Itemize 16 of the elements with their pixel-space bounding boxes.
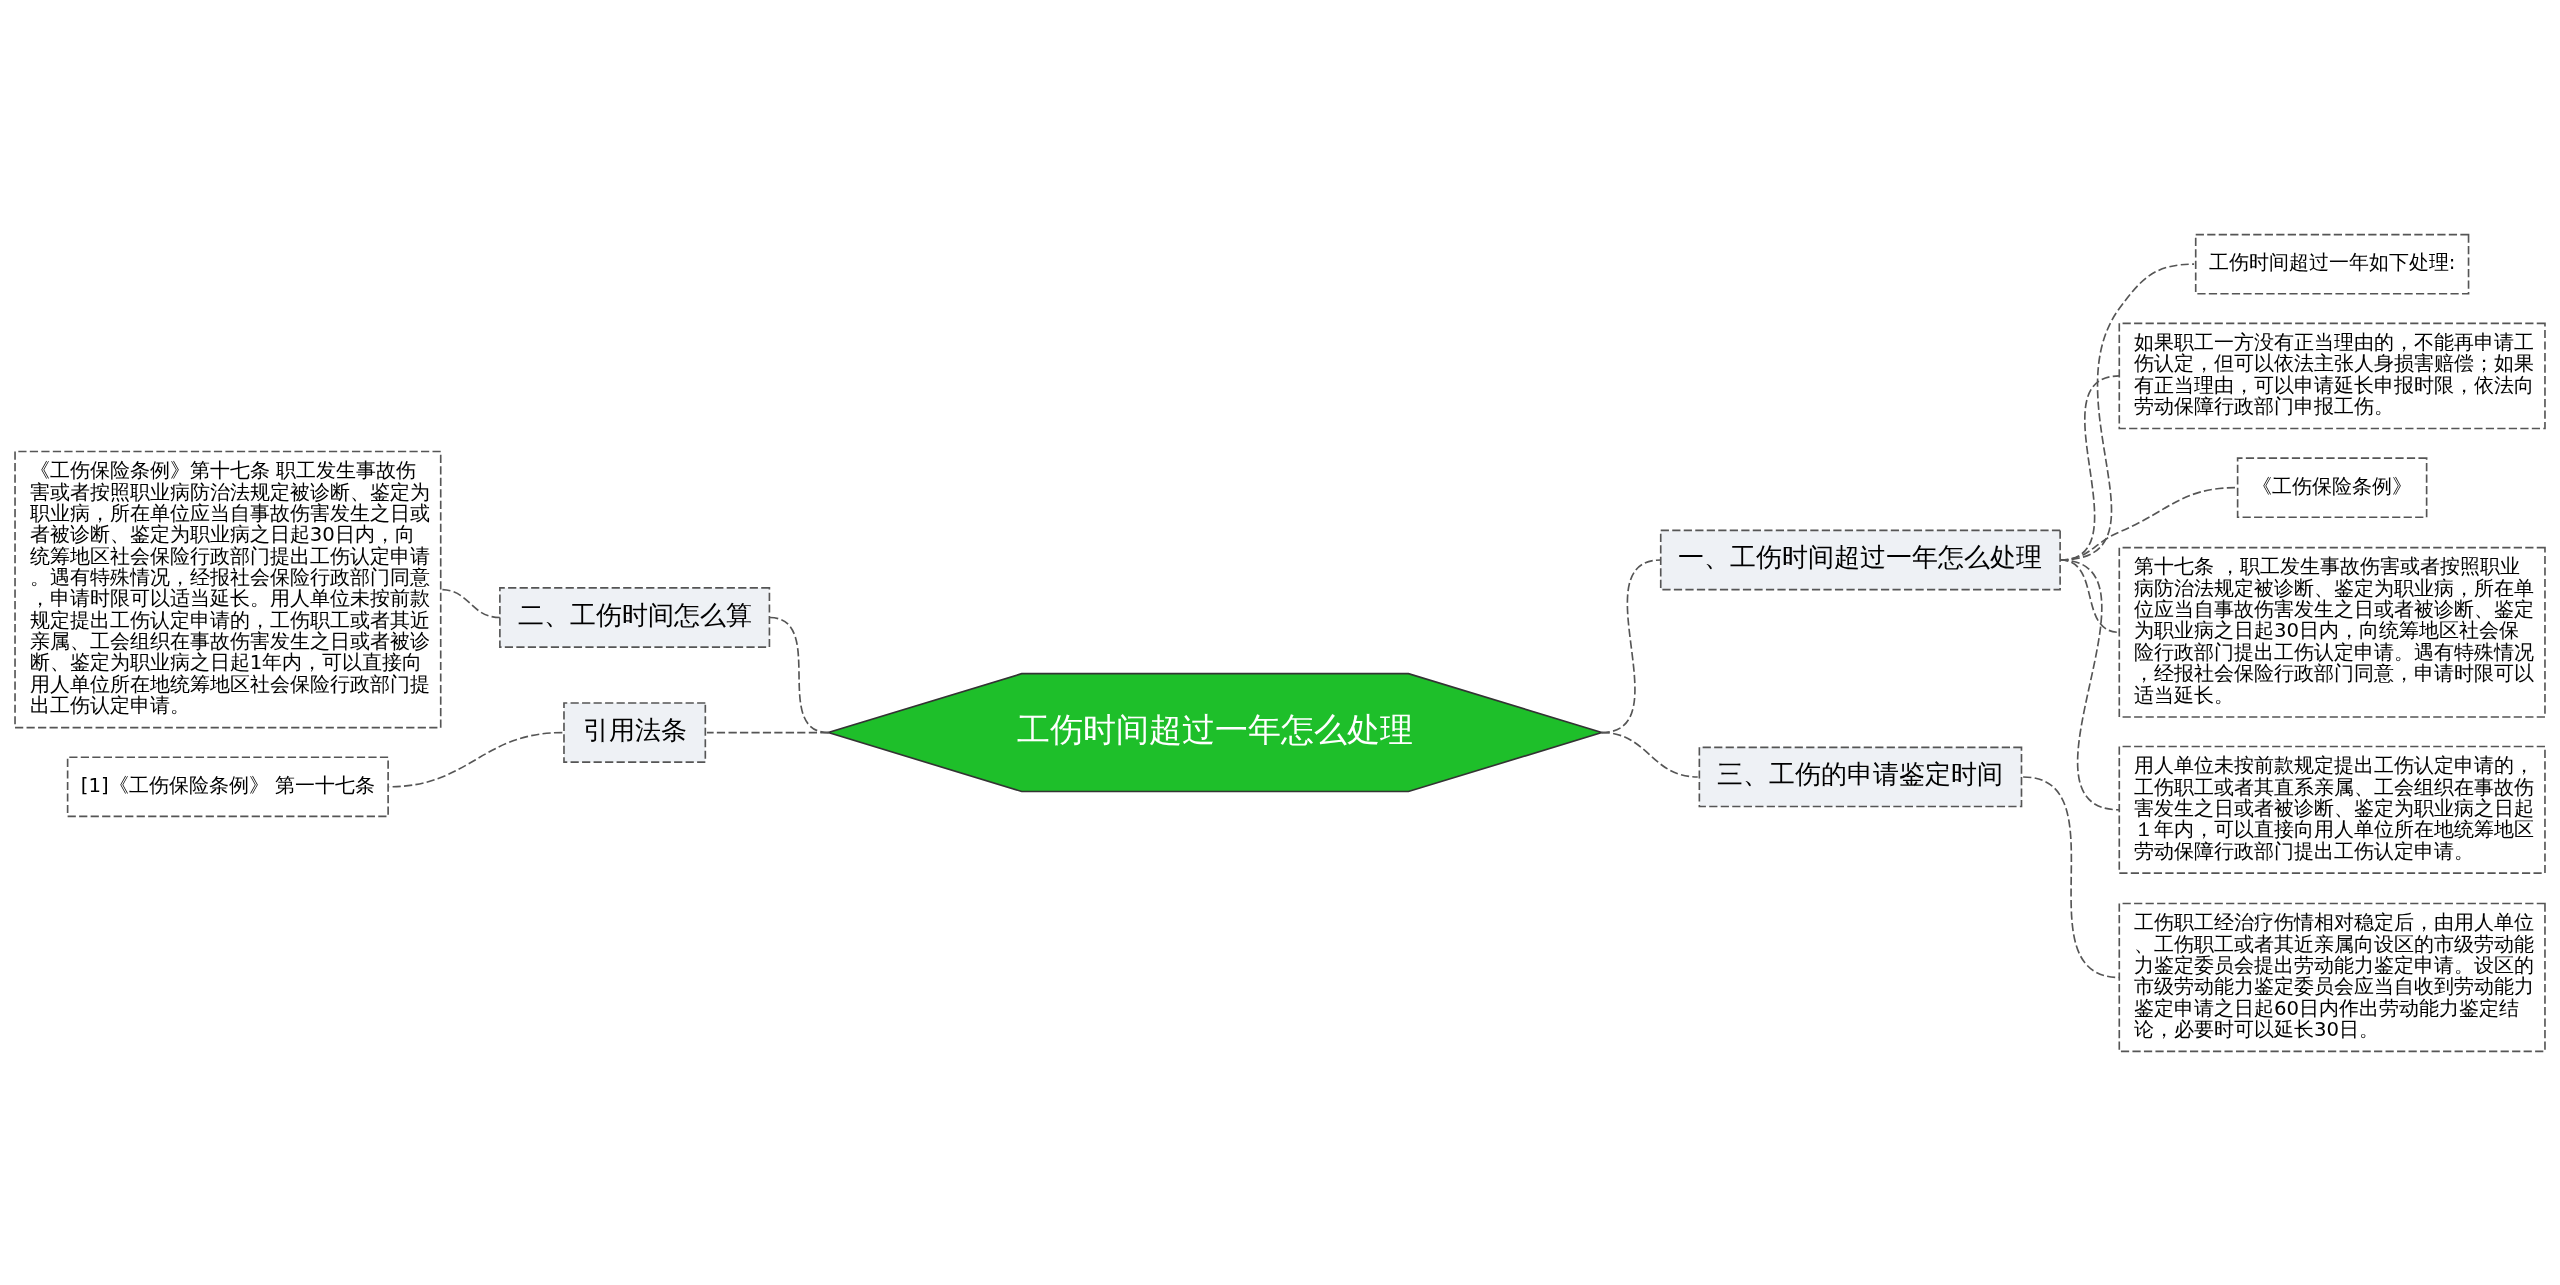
node-box: [1]《工伤保险条例》 第一十七条 xyxy=(66,755,389,817)
node-box: 工伤职工经治疗伤情相对稳定后，由用人单位、工伤职工或者其近亲属向设区的市级劳动能力鉴定委员会提出劳动能力鉴定申请。设区的市级劳动能力鉴定委员会应当自收到劳动能力鉴定申请之日起60日内作出劳动能力鉴定结论，必要时可以延长30日。 xyxy=(2118,902,2546,1052)
node-box: 一、工伤时间超过一年怎么处理 xyxy=(1659,529,2061,590)
node-box: 《工伤保险条例》 xyxy=(2236,456,2428,518)
node-box: 用人单位未按前款规定提出工伤认定申请的，工伤职工或者其直系亲属、工会组织在事故伤害发生之日或者被诊断、鉴定为职业病之日起１年内，可以直接向用人单位所在地统筹地区劳动保障行政部门提出工伤认定申请。 xyxy=(2118,745,2546,874)
node-box: 二、工伤时间怎么算 xyxy=(499,586,771,648)
node-box: 三、工伤的申请鉴定时间 xyxy=(1698,746,2023,807)
connector xyxy=(2059,558,2121,811)
node-box: 第十七条 ，职工发生事故伤害或者按照职业病防治法规定被诊断、鉴定为职业病，所在单位应当自事故伤害发生之日或者被诊断、鉴定为职业病之日起30日内，向统筹地区社会保险行政部门提出工伤认定申请。遇有特殊情况，经报社会保险行政部门同意，申请时限可以适当延长。 xyxy=(2118,546,2546,718)
connector xyxy=(439,588,501,618)
node-box: 工伤时间超过一年如下处理: xyxy=(2194,233,2470,295)
node-box: 如果职工一方没有正当理由的，不能再申请工伤认定，但可以依法主张人身损害赔偿；如果有正当理由，可以申请延长申报时限，依法向劳动保障行政部门申报工伤。 xyxy=(2118,322,2546,429)
connector xyxy=(706,731,830,733)
node-box: 《工伤保险条例》第十七条 职工发生事故伤害或者按照职业病防治法规定被诊断、鉴定为职业病，所在单位应当自事故伤害发生之日或者被诊断、鉴定为职业病之日起30日内，向统筹地区社会保险行政部门提出工伤认定申请。遇有特殊情况，经报社会保险行政部门同意，申请时限可以适当延长。用人单位未按前款规定提出工伤认定申请的，工伤职工或者其近亲属、工会组织在事故伤害发生之日或者被诊断、鉴定为职业病之日起1年内，可以直接向用人单位所在地统筹地区社会保险行政部门提出工伤认定申请。 xyxy=(14,450,442,728)
connector xyxy=(1600,731,1699,778)
node-box: 引用法条 xyxy=(563,701,707,763)
